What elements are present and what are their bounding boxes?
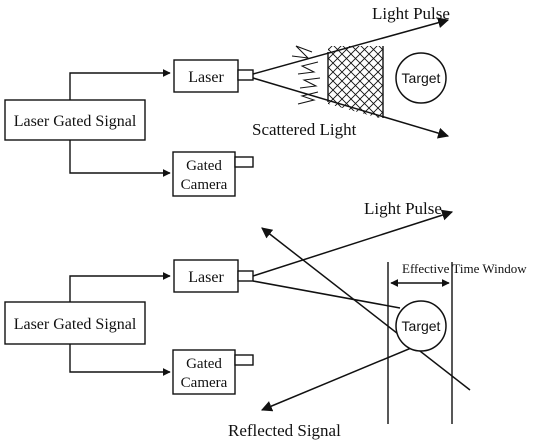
reflected-signal-label: Reflected Signal: [228, 421, 341, 440]
top-light-pulse-label: Light Pulse: [372, 4, 450, 23]
bottom-signal-to-laser-line: [69, 272, 171, 302]
top-target-circle: [395, 52, 447, 104]
bottom-effective-time-window: Effective Time Window: [387, 261, 527, 424]
bottom-target-circle: [395, 300, 447, 352]
top-laser-box: [173, 59, 239, 93]
top-laser-gated-signal-label: Laser Gated Signal: [14, 113, 137, 130]
bottom-laser-gated-signal-label: Laser Gated Signal: [14, 316, 137, 333]
bottom-light-pulse-ray: [252, 209, 454, 277]
top-laser-gated-signal-box: [4, 99, 146, 141]
top-camera-lens: [234, 156, 254, 168]
top-target-label: Target: [402, 70, 441, 86]
top-scattered-light-label: Scattered Light: [252, 120, 357, 139]
bottom-laser-gated-signal-box: [4, 301, 146, 345]
bottom-light-pulse-label: Light Pulse: [364, 199, 442, 218]
bottom-laser-box: [173, 259, 239, 293]
top-diagram: Laser Gated Signal Laser Gated Camera Ta…: [4, 4, 450, 197]
bottom-target-ray: [252, 280, 401, 309]
bottom-gated-camera-label-line1: Gated: [186, 356, 222, 372]
bottom-gated-camera-box: [172, 349, 236, 395]
effective-time-window-label: Effective Time Window: [402, 261, 527, 276]
top-pulse-volume: [327, 46, 384, 119]
bottom-diagram: Laser Gated Signal Laser Gated Camera Ef…: [4, 199, 527, 440]
bottom-laser-aperture: [237, 270, 254, 282]
bottom-laser-label: Laser: [188, 269, 224, 286]
top-laser-label: Laser: [188, 69, 224, 86]
top-backscatter-marks: [291, 45, 321, 105]
bottom-camera-lens: [234, 354, 254, 366]
bottom-target-label: Target: [402, 318, 441, 334]
top-signal-to-camera-line: [69, 140, 171, 177]
bottom-gated-camera-label-line2: Camera: [181, 375, 228, 391]
top-gated-camera-box: [172, 151, 236, 197]
top-gated-camera-label-line1: Gated: [186, 158, 222, 174]
top-signal-to-laser-line: [69, 69, 171, 100]
bottom-signal-to-camera-line: [69, 344, 171, 376]
top-gated-camera-label-line2: Camera: [181, 177, 228, 193]
top-laser-aperture: [237, 69, 254, 81]
bottom-crossing-ray-upper-left: [261, 227, 471, 391]
